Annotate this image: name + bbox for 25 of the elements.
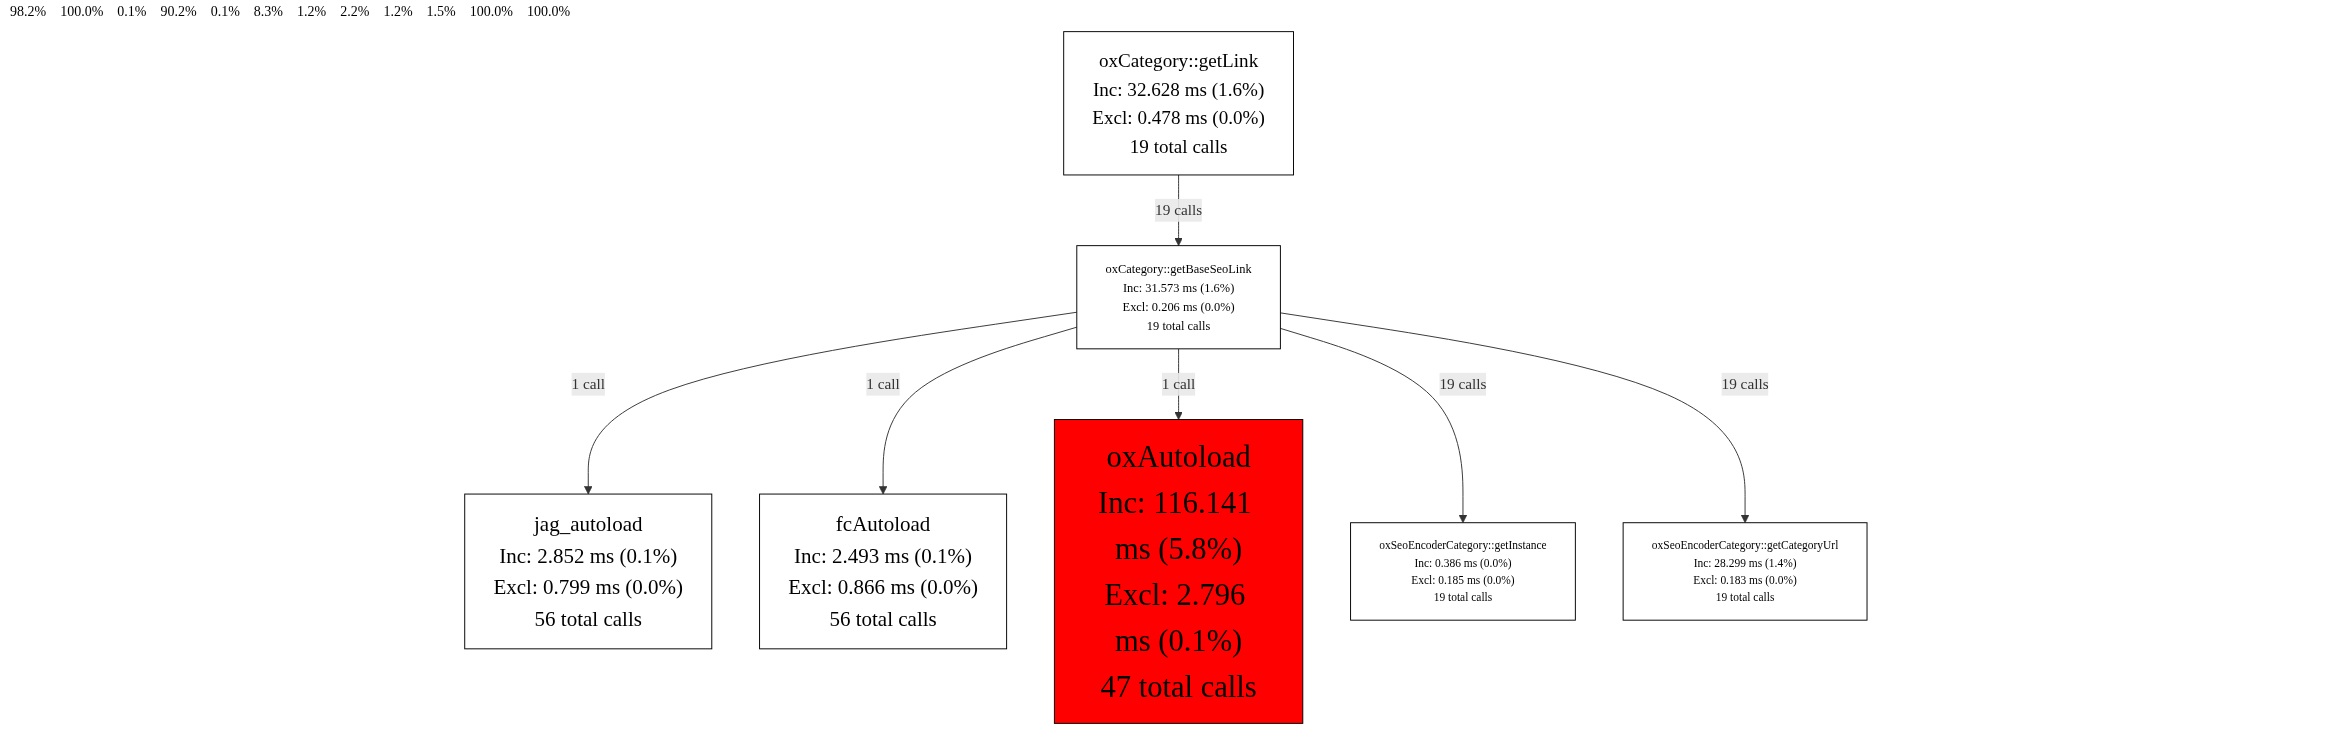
node-box: oxAutoload Inc: 116.141 ms (5.8%) Excl: 2.796 ms (0.1%) 47 total calls xyxy=(1053,419,1303,724)
edge-label: 1 call xyxy=(1161,375,1195,392)
node-box: fcAutoload Inc: 2.493 ms (0.1%) Excl: 0.866 ms (0.0%) 56 total calls xyxy=(758,493,1007,650)
edge-label: 1 call xyxy=(865,375,900,392)
percentage-label: 8.3% xyxy=(253,4,284,20)
node-box: oxSeoEncoderCategory::getCategoryUrl Inc: 28.299 ms (1.4%) Excl: 0.183 ms (0.0%) 19 total calls xyxy=(1622,522,1868,621)
percentage-label: 0.1% xyxy=(210,4,240,20)
percentage-label: 90.2% xyxy=(160,4,197,20)
percentage-label: 98.2% xyxy=(10,4,47,20)
percentage-label: 100.0% xyxy=(60,4,104,20)
percentage-label: 1.5% xyxy=(426,4,456,20)
percentage-label: 2.2% xyxy=(340,4,370,20)
edge-label: 19 calls xyxy=(1721,375,1769,392)
percentage-label: 100.0% xyxy=(469,4,513,20)
node-box: jag_autoload Inc: 2.852 ms (0.1%) Excl: 0.799 ms (0.0%) 56 total calls xyxy=(463,493,712,650)
edge-label: 19 calls xyxy=(1154,201,1202,218)
edge-label: 1 call xyxy=(571,375,605,392)
percentage-label: 100.0% xyxy=(526,4,571,20)
percentage-label: 0.1% xyxy=(117,4,147,20)
node-box: oxSeoEncoderCategory::getInstance Inc: 0.386 ms (0.0%) Excl: 0.185 ms (0.0%) 19 total calls xyxy=(1349,522,1576,621)
node-box: oxCategory::getBaseSeoLink Inc: 31.573 ms (1.6%) Excl: 0.206 ms (0.0%) 19 total calls xyxy=(1075,245,1281,350)
node-box: oxCategory::getLink Inc: 32.628 ms (1.6%) Excl: 0.478 ms (0.0%) 19 total calls xyxy=(1062,31,1294,176)
percentage-label: 1.2% xyxy=(383,4,413,20)
percentage-label: 1.2% xyxy=(297,4,327,20)
edge-label: 19 calls xyxy=(1439,375,1487,392)
